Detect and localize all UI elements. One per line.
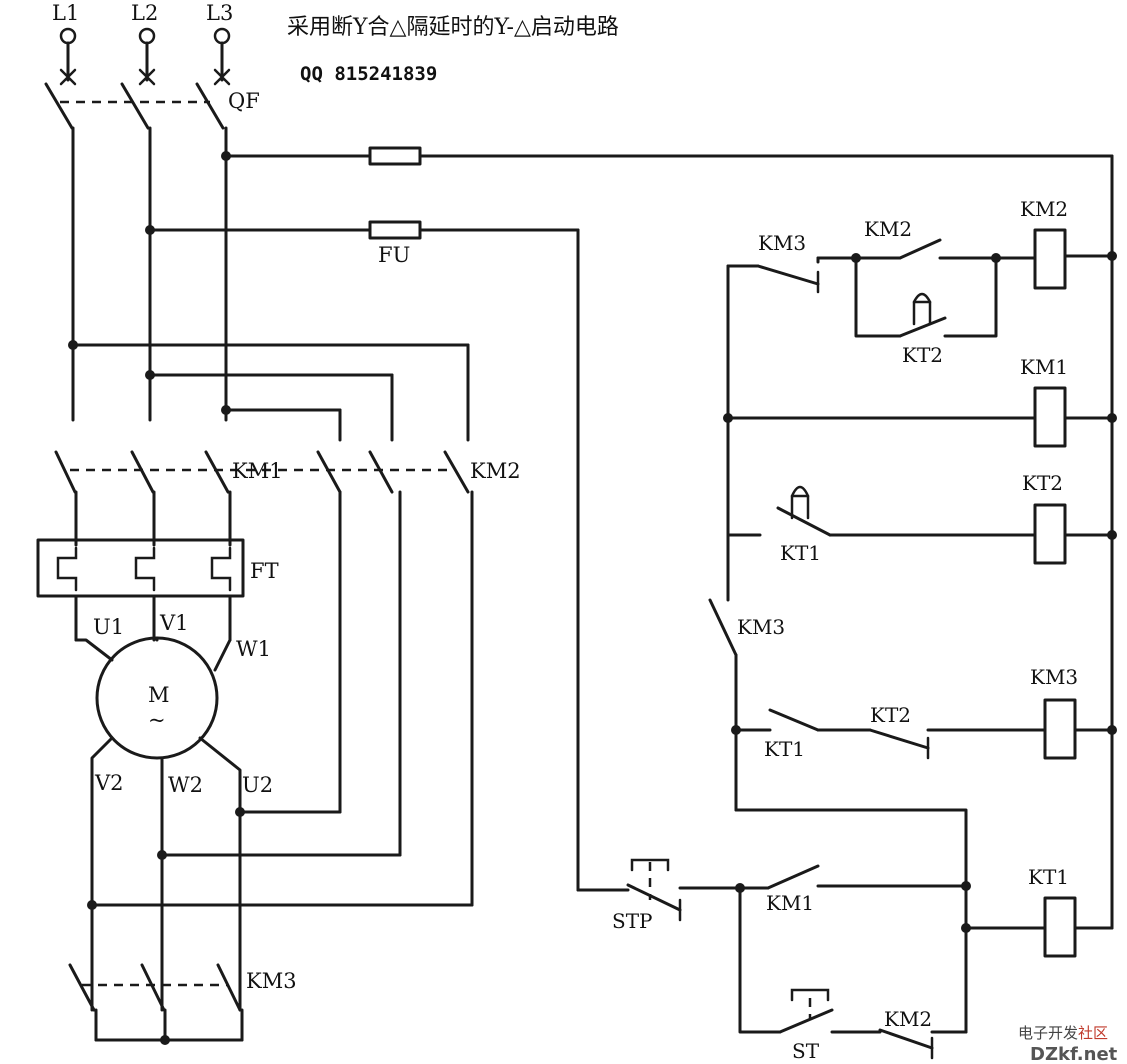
supply-terminals — [59, 27, 231, 82]
label-km3-coil: KM3 — [1030, 665, 1078, 689]
km1-main-contacts — [54, 450, 232, 547]
label-st: ST — [792, 1039, 820, 1063]
km2-main-contacts — [70, 450, 474, 907]
thermal-relay-ft — [36, 538, 245, 642]
label-km1-coil: KM1 — [1020, 355, 1068, 379]
label-kt2-nc: KT2 — [870, 703, 911, 727]
label-w2: W2 — [168, 773, 203, 797]
label-l1: L1 — [52, 1, 79, 25]
label-km2-no: KM2 — [864, 217, 912, 241]
label-ft: FT — [250, 559, 279, 583]
label-km2-coil: KM2 — [1020, 197, 1068, 221]
label-kt2-inst: KT2 — [902, 343, 943, 367]
km3-star-contacts — [68, 963, 244, 1045]
motor-label-ac: ~ — [148, 708, 166, 732]
label-u2: U2 — [242, 773, 273, 797]
watermark-text-a: 电子开发 — [1018, 1024, 1078, 1042]
label-km2-main: KM2 — [470, 459, 521, 483]
label-u1: U1 — [93, 615, 124, 639]
diagram-title: 采用断Y合△隔延时的Y-△启动电路 — [287, 15, 619, 40]
km2-tap-wires — [68, 340, 470, 442]
label-km3-no: KM3 — [737, 615, 785, 639]
motor-label-m: M — [148, 683, 170, 707]
label-v1: V1 — [159, 611, 189, 635]
label-km3-nc: KM3 — [758, 231, 806, 255]
label-l3: L3 — [206, 1, 233, 25]
label-l2: L2 — [131, 1, 158, 25]
label-km1-main: KM1 — [232, 459, 283, 483]
label-qf: QF — [228, 89, 260, 113]
watermark-site: DZkf.net — [1030, 1044, 1118, 1064]
control-supply — [145, 146, 1114, 892]
label-w1: W1 — [236, 637, 271, 661]
label-kt1-inst: KT1 — [764, 737, 805, 761]
label-kt2-coil: KT2 — [1022, 471, 1063, 495]
label-kt1-nc: KT1 — [780, 541, 821, 565]
watermark-text-b: 社区 — [1078, 1024, 1108, 1042]
label-km2-nc: KM2 — [884, 1007, 932, 1031]
breaker-qf — [44, 68, 231, 422]
label-kt1-coil: KT1 — [1028, 865, 1069, 889]
label-stp: STP — [612, 909, 653, 933]
qq-number: QQ 815241839 — [300, 63, 437, 85]
control-circuit — [576, 154, 1117, 1060]
label-km3-main: KM3 — [246, 969, 297, 993]
label-km1-no: KM1 — [766, 891, 814, 915]
watermark-logo: 电子开发 社区 DZkf.net — [1018, 1024, 1118, 1064]
motor — [74, 636, 474, 1012]
label-fu: FU — [378, 243, 410, 267]
label-v2: V2 — [94, 771, 124, 795]
